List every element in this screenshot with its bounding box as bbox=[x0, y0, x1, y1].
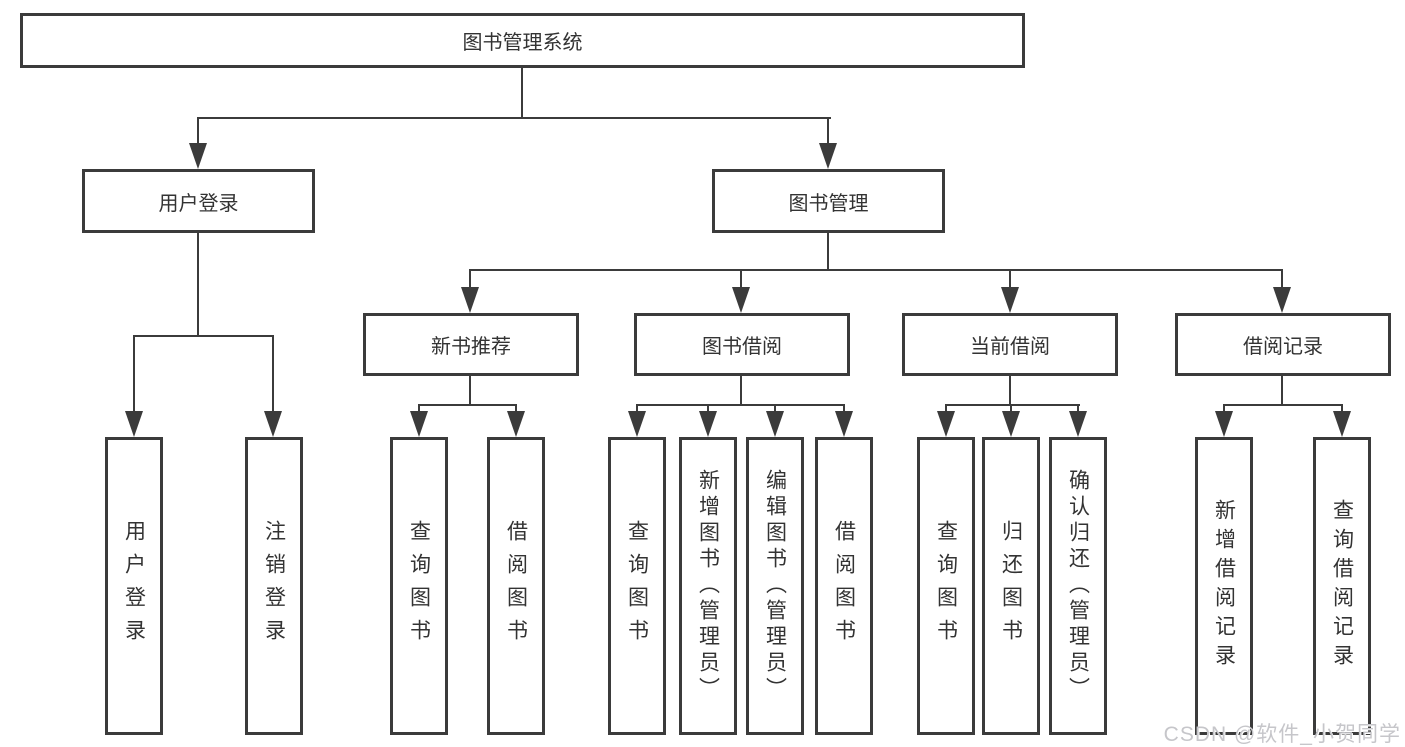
arrowhead-bb-leaf4 bbox=[835, 411, 853, 437]
leaf-query-borrow-record: 查询借阅记录 bbox=[1313, 437, 1371, 735]
leaf-query-books-2: 查询图书 bbox=[608, 437, 666, 735]
node-borrow-records: 借阅记录 bbox=[1175, 313, 1391, 376]
connector-to-new-book bbox=[469, 269, 471, 289]
connector-bb-leaf1 bbox=[636, 404, 638, 414]
connector-bb-leaf2 bbox=[707, 404, 709, 414]
leaf-query-books-3: 查询图书 bbox=[917, 437, 975, 735]
arrowhead-leaf-user-login bbox=[125, 411, 143, 437]
connector-to-book-management bbox=[827, 117, 829, 145]
node-new-book-recommend: 新书推荐 bbox=[363, 313, 579, 376]
node-user-login: 用户登录 bbox=[82, 169, 315, 233]
connector-to-leaf-user-login bbox=[133, 335, 135, 413]
csdn-watermark: CSDN @软件_小贺同学 bbox=[1163, 723, 1401, 746]
arrowhead-book-borrow bbox=[732, 287, 750, 313]
connector-book-borrow-stem bbox=[740, 376, 742, 406]
arrowhead-user-login bbox=[189, 143, 207, 169]
connector-to-book-borrow bbox=[740, 269, 742, 289]
leaf-query-books-1: 查询图书 bbox=[390, 437, 448, 735]
leaf-add-borrow-record: 新增借阅记录 bbox=[1195, 437, 1253, 735]
arrowhead-cb-leaf1 bbox=[937, 411, 955, 437]
connector-root-stem bbox=[521, 68, 523, 118]
connector-to-user-login bbox=[197, 117, 199, 145]
arrowhead-borrow-records bbox=[1273, 287, 1291, 313]
connector-current-borrow-stem bbox=[1009, 376, 1011, 406]
arrowhead-new-book bbox=[461, 287, 479, 313]
connector-to-borrow-records bbox=[1281, 269, 1283, 289]
connector-cb-leaf3 bbox=[1077, 404, 1079, 414]
arrowhead-nb-leaf2 bbox=[507, 411, 525, 437]
arrowhead-cb-leaf2 bbox=[1002, 411, 1020, 437]
connector-new-book-stem bbox=[469, 376, 471, 406]
connector-book-mgmt-bar bbox=[469, 269, 1283, 271]
connector-cb-leaf1 bbox=[945, 404, 947, 414]
connector-book-mgmt-stem bbox=[827, 233, 829, 271]
connector-new-book-bar bbox=[418, 404, 517, 406]
leaf-borrow-books-2: 借阅图书 bbox=[815, 437, 873, 735]
connector-current-borrow-bar bbox=[945, 404, 1080, 406]
node-root-library-system: 图书管理系统 bbox=[20, 13, 1025, 68]
leaf-logout: 注销登录 bbox=[245, 437, 303, 735]
connector-bb-leaf3 bbox=[774, 404, 776, 414]
arrowhead-br-leaf1 bbox=[1215, 411, 1233, 437]
leaf-borrow-books-1: 借阅图书 bbox=[487, 437, 545, 735]
arrowhead-bb-leaf3 bbox=[766, 411, 784, 437]
leaf-confirm-return-admin: 确认归还（管理员） bbox=[1049, 437, 1107, 735]
arrowhead-current-borrow bbox=[1001, 287, 1019, 313]
connector-nb-leaf1 bbox=[418, 404, 420, 414]
leaf-return-books: 归还图书 bbox=[982, 437, 1040, 735]
arrowhead-bb-leaf1 bbox=[628, 411, 646, 437]
connector-borrow-records-bar bbox=[1223, 404, 1343, 406]
arrowhead-br-leaf2 bbox=[1333, 411, 1351, 437]
connector-user-login-stem bbox=[197, 232, 199, 337]
connector-root-bar bbox=[197, 117, 831, 119]
node-book-management: 图书管理 bbox=[712, 169, 945, 233]
arrowhead-bb-leaf2 bbox=[699, 411, 717, 437]
connector-bb-leaf4 bbox=[843, 404, 845, 414]
arrowhead-nb-leaf1 bbox=[410, 411, 428, 437]
arrowhead-cb-leaf3 bbox=[1069, 411, 1087, 437]
node-book-borrow: 图书借阅 bbox=[634, 313, 850, 376]
leaf-user-login: 用户登录 bbox=[105, 437, 163, 735]
connector-cb-leaf2 bbox=[1010, 404, 1012, 414]
connector-br-leaf1 bbox=[1223, 404, 1225, 414]
leaf-edit-books-admin: 编辑图书（管理员） bbox=[746, 437, 804, 735]
connector-to-leaf-logout bbox=[272, 335, 274, 413]
connector-borrow-records-stem bbox=[1281, 376, 1283, 406]
connector-user-login-bar bbox=[133, 335, 274, 337]
arrowhead-leaf-logout bbox=[264, 411, 282, 437]
node-current-borrow: 当前借阅 bbox=[902, 313, 1118, 376]
connector-to-current-borrow bbox=[1009, 269, 1011, 289]
connector-br-leaf2 bbox=[1341, 404, 1343, 414]
connector-book-borrow-bar bbox=[636, 404, 845, 406]
leaf-add-books-admin: 新增图书（管理员） bbox=[679, 437, 737, 735]
connector-nb-leaf2 bbox=[515, 404, 517, 414]
arrowhead-book-management bbox=[819, 143, 837, 169]
